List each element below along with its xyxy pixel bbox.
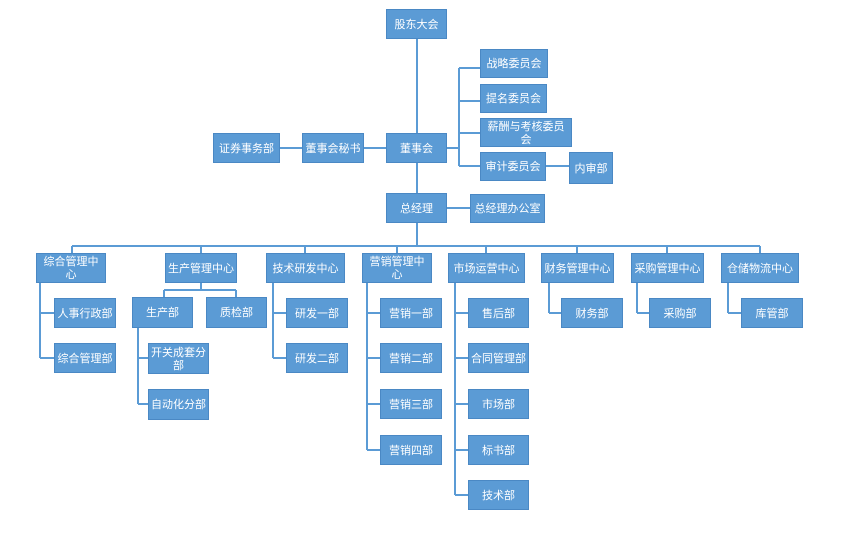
node-purchase-dept: 采购部	[649, 298, 711, 328]
node-sales-2: 营销二部	[380, 343, 442, 373]
node-contract-mgmt: 合同管理部	[468, 343, 529, 373]
node-gm-office: 总经理办公室	[470, 194, 545, 223]
node-quality-dept: 质检部	[206, 297, 267, 328]
node-automation-branch: 自动化分部	[148, 389, 209, 420]
node-general-admin: 综合管理部	[54, 343, 116, 373]
node-sales-4: 营销四部	[380, 435, 442, 465]
node-board-secretary: 董事会秘书	[302, 133, 364, 163]
node-audit-committee: 审计委员会	[480, 152, 546, 181]
node-compensation-committee: 薪酬与考核委员会	[480, 118, 572, 147]
node-general-manager: 总经理	[386, 193, 447, 223]
node-production-dept: 生产部	[132, 297, 193, 328]
node-board: 董事会	[386, 133, 447, 163]
node-rd-center: 技术研发中心	[266, 253, 345, 283]
node-warehouse-dept: 库管部	[741, 298, 803, 328]
node-production-center: 生产管理中心	[165, 253, 237, 283]
node-rd-2: 研发二部	[286, 343, 348, 373]
node-internal-audit: 内审部	[569, 152, 613, 184]
node-hr-admin: 人事行政部	[54, 298, 116, 328]
node-securities: 证券事务部	[213, 133, 280, 163]
node-sales-center: 营销管理中心	[362, 253, 432, 283]
node-sales-3: 营销三部	[380, 389, 442, 419]
node-after-sales: 售后部	[468, 298, 529, 328]
node-switchgear-branch: 开关成套分部	[148, 343, 209, 374]
node-market-dept: 市场部	[468, 389, 529, 419]
node-sales-1: 营销一部	[380, 298, 442, 328]
node-tech-dept: 技术部	[468, 480, 529, 510]
node-warehouse-center: 仓储物流中心	[721, 253, 799, 283]
node-bid-dept: 标书部	[468, 435, 529, 465]
node-rd-1: 研发一部	[286, 298, 348, 328]
node-strategy-committee: 战略委员会	[480, 49, 548, 78]
node-market-center: 市场运营中心	[448, 253, 525, 283]
node-nomination-committee: 提名委员会	[480, 84, 547, 113]
node-finance-dept: 财务部	[561, 298, 623, 328]
node-finance-center: 财务管理中心	[541, 253, 614, 283]
node-admin-center: 综合管理中心	[36, 253, 106, 283]
node-shareholders: 股东大会	[386, 9, 447, 39]
node-purchase-center: 采购管理中心	[631, 253, 704, 283]
